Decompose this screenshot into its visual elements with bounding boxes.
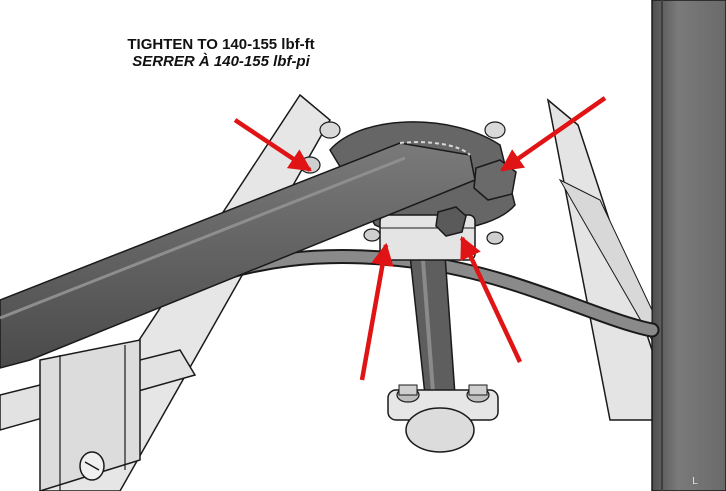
callout-arrows: [233, 96, 607, 381]
vertical-post: L: [651, 0, 726, 491]
arrow-lower-right: [459, 235, 523, 363]
torque-instruction-french: SERRER À 140-155 lbf-pi: [132, 53, 310, 70]
right-frame-plate: [546, 98, 653, 421]
link-arm: [409, 254, 456, 396]
torque-instruction-english: TIGHTEN TO 140-155 lbf-ft: [127, 36, 315, 53]
arrow-upper-right: [500, 96, 607, 172]
arrow-lower-left: [359, 242, 394, 381]
lower-clamp: [387, 384, 499, 453]
diagonal-bar: [0, 141, 476, 369]
svg-text:L: L: [692, 476, 698, 487]
torque-instruction: TIGHTEN TO 140-155 lbf-ft SERRER À 140-1…: [96, 36, 346, 70]
arrow-upper-left: [233, 118, 312, 172]
